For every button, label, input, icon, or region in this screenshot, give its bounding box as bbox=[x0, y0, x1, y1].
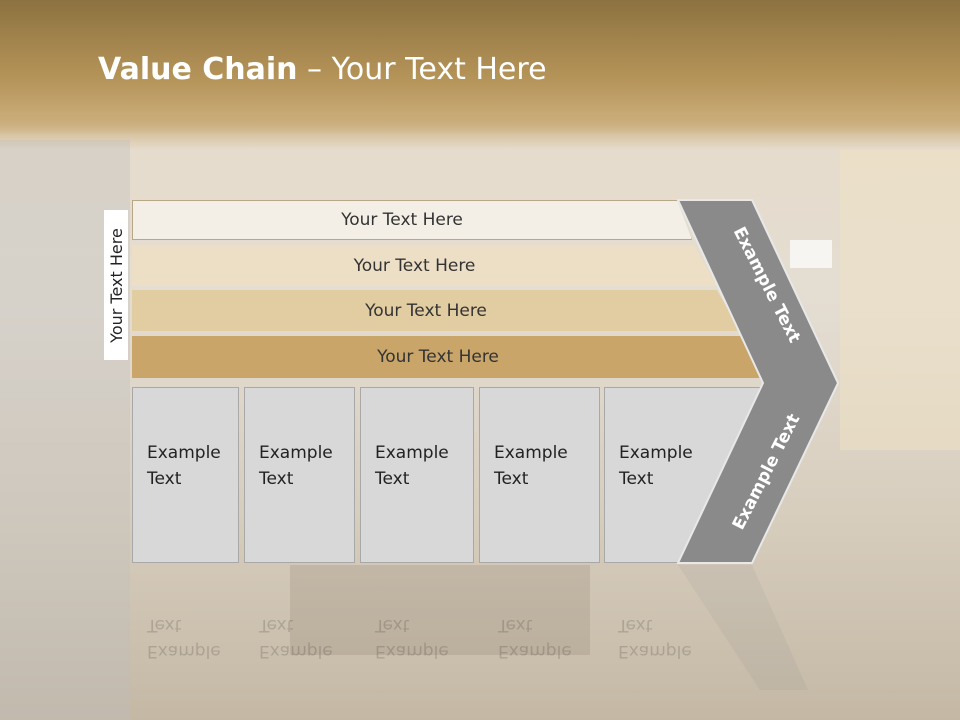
band-4-label: Your Text Here bbox=[377, 347, 499, 367]
box-5-line1: Example bbox=[619, 443, 693, 463]
box-2-reflection: Example Text bbox=[259, 612, 333, 664]
box-5-line2: Text bbox=[619, 469, 654, 489]
box-3-line2: Text bbox=[375, 469, 410, 489]
chevron-arrow-reflection bbox=[678, 565, 808, 690]
background-window bbox=[840, 150, 960, 450]
box-3-line1: Example bbox=[375, 443, 449, 463]
band-1: Your Text Here bbox=[132, 200, 692, 240]
box-3-reflection: Example Text bbox=[375, 612, 449, 664]
band-2-label: Your Text Here bbox=[353, 255, 476, 276]
box-5-reflection-line2: Text bbox=[618, 615, 653, 635]
header-band bbox=[0, 0, 960, 135]
box-4-reflection-line2: Text bbox=[498, 615, 533, 635]
box-2-reflection-line1: Example bbox=[259, 641, 333, 661]
band-3-label: Your Text Here bbox=[365, 300, 487, 321]
box-5-reflection-line1: Example bbox=[618, 641, 692, 661]
band-1-label: Your Text Here bbox=[341, 210, 463, 230]
box-1-line1: Example bbox=[147, 443, 221, 463]
box-2-line1: Example bbox=[259, 443, 333, 463]
box-1-reflection-line1: Example bbox=[147, 641, 221, 661]
box-5-reflection: Example Text bbox=[618, 612, 692, 664]
box-3-reflection-line2: Text bbox=[375, 615, 410, 635]
band-3: Your Text Here bbox=[132, 290, 740, 331]
box-4-reflection-line1: Example bbox=[498, 641, 572, 661]
box-3-reflection-line1: Example bbox=[375, 641, 449, 661]
title-bold: Value Chain bbox=[98, 52, 298, 87]
background-shelf bbox=[790, 240, 832, 268]
side-label: Your Text Here bbox=[104, 210, 128, 360]
band-2: Your Text Here bbox=[132, 245, 717, 286]
box-4-line2: Text bbox=[494, 469, 529, 489]
box-4-reflection: Example Text bbox=[498, 612, 572, 664]
box-1-line2: Text bbox=[147, 469, 182, 489]
box-1-reflection-line2: Text bbox=[147, 615, 182, 635]
band-4: Your Text Here bbox=[132, 336, 764, 378]
background-furniture bbox=[290, 565, 590, 655]
slide-title: Value Chain – Your Text Here bbox=[98, 52, 547, 87]
title-rest: – Your Text Here bbox=[297, 52, 547, 87]
box-1-reflection: Example Text bbox=[147, 612, 221, 664]
chevron-arrow-shape bbox=[676, 199, 840, 564]
box-2-reflection-line2: Text bbox=[259, 615, 294, 635]
box-2-line2: Text bbox=[259, 469, 294, 489]
box-4-line1: Example bbox=[494, 443, 568, 463]
